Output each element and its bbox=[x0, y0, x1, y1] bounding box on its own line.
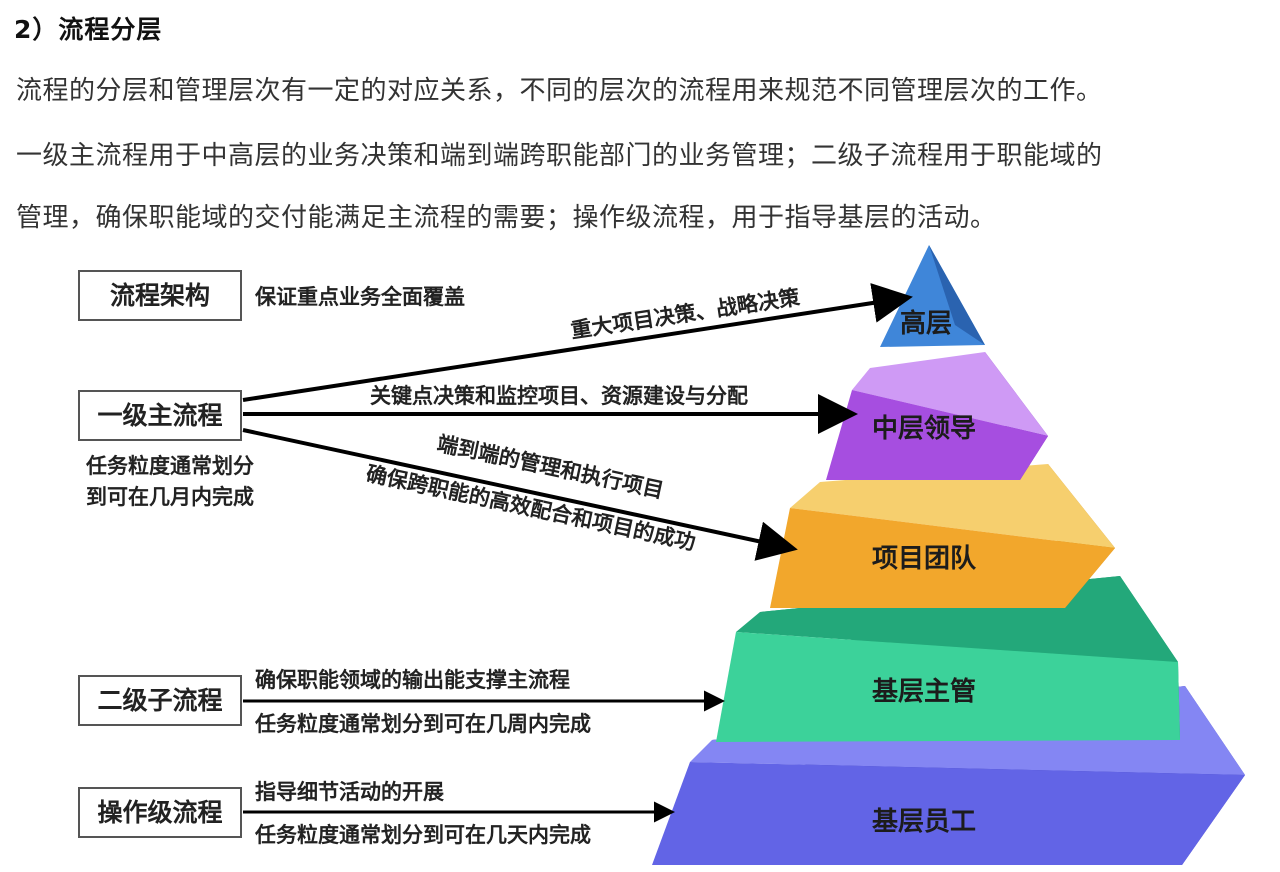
pyramid-label-middle: 中层领导 bbox=[872, 413, 976, 444]
pyramid-label-supervisor: 基层主管 bbox=[872, 677, 976, 707]
pyramid-layer-middle-front bbox=[826, 390, 1048, 480]
note-operation-top: 指导细节活动的开展 bbox=[255, 780, 444, 804]
note-operation-bottom: 任务粒度通常划分到可在几天内完成 bbox=[254, 823, 591, 847]
pyramid-label-staff: 基层员工 bbox=[872, 807, 976, 837]
box-level2-frame bbox=[78, 675, 242, 726]
note-architecture: 保证重点业务全面覆盖 bbox=[254, 285, 465, 309]
arrow-label-top: 重大项目决策、战略决策 bbox=[569, 285, 802, 343]
pyramid-layer-team-top bbox=[790, 464, 1115, 548]
pyramid-layer-middle: 中层领导 bbox=[826, 352, 1048, 480]
paragraph-2: 一级主流程用于中高层的业务决策和端到端跨职能部门的业务管理；二级子流程用于职能域… bbox=[16, 141, 1103, 171]
box-level2-label: 二级子流程 bbox=[97, 686, 222, 715]
section-heading: 2）流程分层 bbox=[14, 15, 163, 44]
box-architecture-label: 流程架构 bbox=[110, 281, 210, 310]
pyramid-layer-supervisor-front bbox=[716, 632, 1180, 742]
note-level1-line1: 任务粒度通常划分 bbox=[85, 454, 254, 478]
box-level1-label: 一级主流程 bbox=[97, 401, 222, 430]
paragraph-1: 流程的分层和管理层次有一定的对应关系，不同的层次的流程用来规范不同管理层次的工作… bbox=[16, 76, 1103, 106]
box-level2: 二级子流程 bbox=[78, 675, 242, 726]
pyramid-layer-top-side bbox=[929, 245, 985, 345]
pyramid-layer-staff-front bbox=[652, 762, 1245, 865]
pyramid-layer-middle-top bbox=[852, 352, 1048, 436]
note-level1-line2: 到可在几月内完成 bbox=[86, 485, 254, 509]
box-architecture: 流程架构 bbox=[78, 270, 242, 321]
box-operation-frame bbox=[78, 787, 242, 838]
paragraph-3: 管理，确保职能域的交付能满足主流程的需要；操作级流程，用于指导基层的活动。 bbox=[16, 203, 997, 233]
box-architecture-frame bbox=[78, 270, 242, 321]
pyramid-layer-team-front bbox=[770, 508, 1115, 608]
note-level2-top: 确保职能领域的输出能支撑主流程 bbox=[255, 668, 570, 692]
box-level1: 一级主流程 bbox=[78, 390, 242, 441]
pyramid-label-top: 高层 bbox=[900, 308, 952, 339]
box-operation-label: 操作级流程 bbox=[97, 798, 222, 827]
box-level1-frame bbox=[78, 390, 242, 441]
box-operation: 操作级流程 bbox=[78, 787, 242, 838]
arrow-to-team-level bbox=[242, 428, 798, 561]
note-level2-bottom: 任务粒度通常划分到可在几周内完成 bbox=[254, 712, 591, 736]
pyramid-label-team: 项目团队 bbox=[872, 544, 977, 574]
pyramid-layer-top: 高层 bbox=[880, 245, 985, 347]
arrow-to-top-level bbox=[242, 283, 913, 402]
arrow-label-middle: 关键点决策和监控项目、资源建设与分配 bbox=[370, 384, 748, 408]
pyramid-layer-team: 项目团队 bbox=[770, 464, 1115, 608]
